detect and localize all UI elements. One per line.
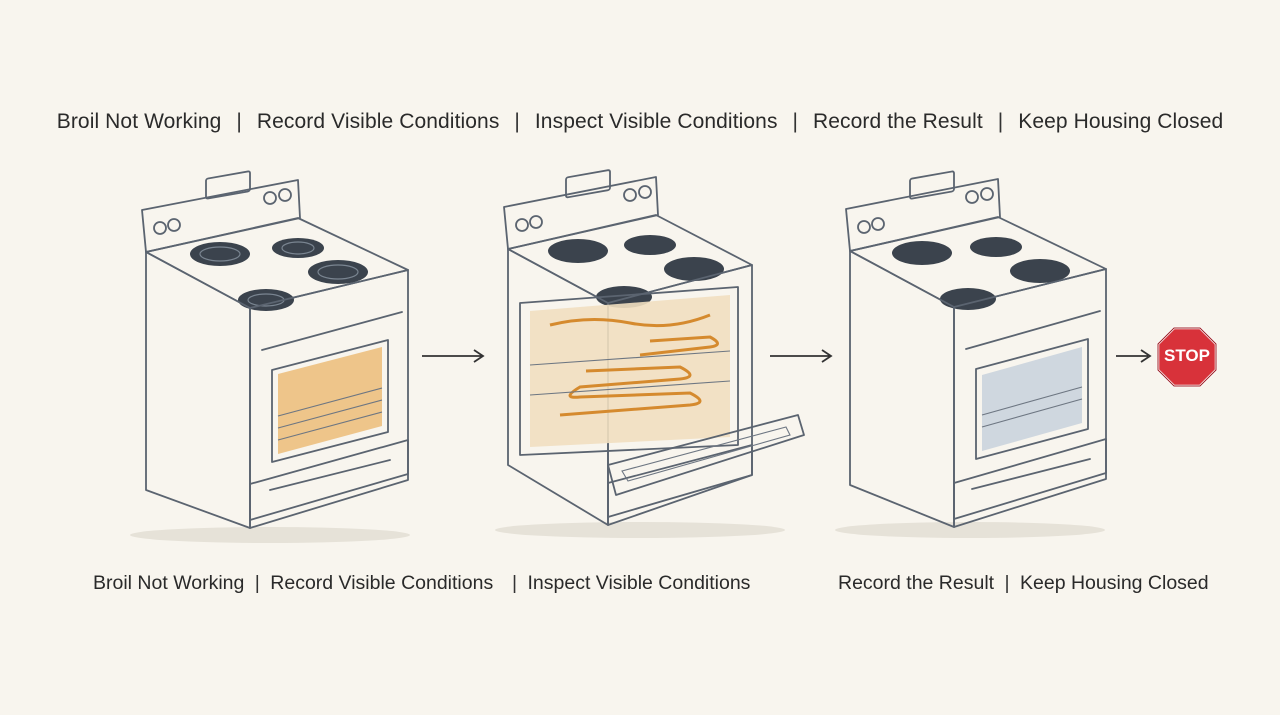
header-separator-3: | [792, 110, 799, 133]
header-step-1: Broil Not Working [56, 110, 222, 133]
arrow-right-icon [770, 349, 833, 363]
stove-stage-2 [490, 165, 810, 545]
stop-sign-text: STOP [1164, 346, 1210, 365]
stove-stage-1 [120, 170, 420, 550]
header-step-2: Record Visible Conditions [256, 110, 500, 133]
stop-sign-icon: STOP [1156, 326, 1218, 388]
stage-1-caption-separator: | [254, 572, 260, 594]
burner-icon [548, 235, 724, 308]
stage-2-caption-text: Inspect Visible Conditions [527, 572, 751, 594]
header-step-5: Keep Housing Closed [1018, 110, 1224, 133]
process-steps-header: Broil Not Working | Record Visible Condi… [0, 110, 1280, 134]
stage-3-caption-right: Keep Housing Closed [1020, 572, 1209, 594]
stage-1-caption-right: Record Visible Conditions [270, 572, 494, 594]
arrow-right-icon [422, 349, 485, 363]
stage-3-caption-separator: | [1004, 572, 1010, 594]
burner-icon [190, 238, 368, 311]
stage-1-caption: Broil Not Working | Record Visible Condi… [93, 572, 493, 595]
header-separator-2: | [514, 110, 520, 133]
stove-closed-illustration [835, 170, 1107, 538]
stage-3-caption: Record the Result | Keep Housing Closed [838, 572, 1209, 595]
stove-open-door-illustration [495, 169, 805, 538]
header-step-3: Inspect Visible Conditions [534, 110, 778, 133]
stage-3-caption-left: Record the Result [838, 572, 995, 594]
stove-stage-3 [830, 165, 1120, 545]
stage-2-caption-separator: | [512, 572, 518, 594]
header-separator-4: | [997, 110, 1004, 133]
burner-icon [892, 237, 1070, 310]
stove-closed-glowing-illustration [130, 170, 410, 543]
header-step-4: Record the Result [813, 110, 983, 133]
arrow-right-icon [1116, 349, 1152, 363]
stage-2-caption: | Inspect Visible Conditions [512, 572, 750, 595]
header-separator-1: | [236, 110, 242, 133]
stage-1-caption-left: Broil Not Working [93, 572, 245, 594]
heating-element-icon [549, 313, 719, 417]
